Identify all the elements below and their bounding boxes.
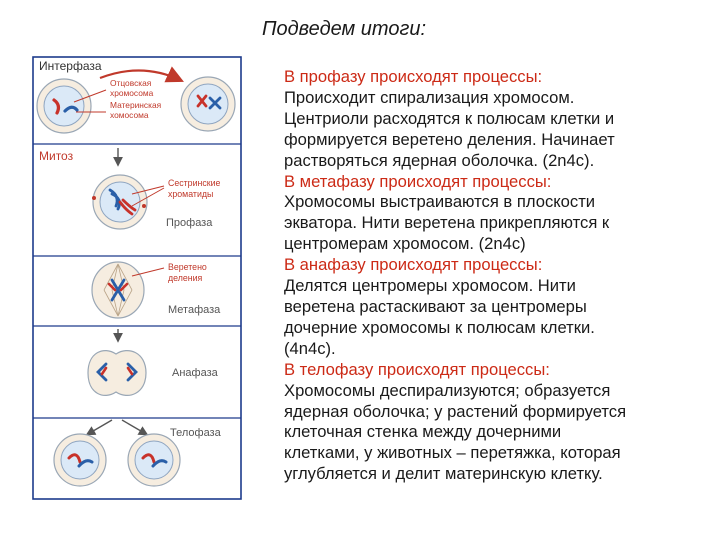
summary-line: Происходит спирализация хромосом. (284, 87, 575, 107)
summary-line: Делятся центромеры хромосом. Нити (284, 276, 576, 296)
interphase-cell-left (36, 78, 92, 134)
interphase-cell-right (180, 76, 236, 132)
prophase-label: Профаза (166, 217, 213, 229)
interphase-label: Интерфаза (39, 59, 102, 73)
phase-heading: В анафазу происходят процессы: (284, 255, 543, 275)
anaphase-chromosomes-right (126, 362, 138, 382)
summary-line: клеточная стенка между дочерними (284, 422, 562, 442)
summary-line: (4n4c). (284, 338, 336, 358)
mitosis-diagram: Интерфаза Отцовская хромосома Материнска… (32, 56, 242, 500)
sister-chromatids-label: Сестринские хроматиды (168, 178, 223, 199)
anaphase-cell (87, 350, 147, 396)
telophase-cell-right (127, 433, 181, 487)
mitosis-label: Митоз (39, 149, 74, 163)
slide-title: Подведем итоги: (262, 18, 427, 40)
metaphase-chromosomes (110, 278, 126, 302)
summary-line: веретена растаскивают за центромеры (284, 296, 587, 316)
summary-line: Хромосомы выстраиваются в плоскости (284, 192, 596, 212)
summary-line: клетками, у животных – перетяжка, котора… (284, 443, 621, 463)
maternal-chromosome (63, 105, 79, 113)
maternal-label: Материнская хомосома (110, 100, 163, 120)
paternal-chromosome (52, 98, 61, 115)
summary-line: центромерам хромосом. (2n4c) (284, 234, 526, 254)
sister-chromatids (108, 188, 121, 211)
summary-line: экватора. Нити веретена прикрепляются к (284, 213, 610, 233)
interphase-arrow (99, 66, 184, 83)
anaphase-label: Анафаза (172, 367, 219, 379)
interphase-label-pointers (73, 89, 107, 113)
summary-line: ядерная оболочка; у растений формируется (284, 401, 627, 421)
summary-line: Центриоли расходятся к полюсам клетки и (284, 108, 615, 128)
summary-line: Хромосомы деспирализуются; образуется (284, 380, 611, 400)
spindle-pointer (131, 267, 165, 277)
progression-arrow (121, 419, 149, 436)
summary-text: В профазу происходят процессы:Происходит… (284, 67, 684, 485)
anaphase-chromosomes-left (96, 362, 108, 382)
telophase-label: Телофаза (170, 427, 222, 439)
telophase-cell-left (53, 433, 107, 487)
metaphase-cell (91, 261, 145, 319)
paternal-label: Отцовская хромосома (110, 78, 154, 98)
prophase-pointers (131, 185, 165, 207)
progression-arrow (85, 419, 113, 436)
phase-heading: В метафазу происходят процессы: (284, 171, 552, 191)
spindle-label: Веретено деления (168, 262, 209, 283)
prophase-cell (92, 174, 148, 230)
summary-line: дочерние хромосомы к полюсам клетки. (284, 317, 595, 337)
summary-line: растворяться ядерная оболочка. (2n4c). (284, 150, 595, 170)
phase-heading: В профазу происходят процессы: (284, 67, 543, 86)
metaphase-label: Метафаза (168, 304, 221, 316)
summary-line: углубляется и делит материнскую клетку. (284, 464, 603, 484)
summary-line: формируется веретено деления. Начинает (284, 129, 615, 149)
phase-heading: В телофазу происходят процессы: (284, 359, 550, 379)
